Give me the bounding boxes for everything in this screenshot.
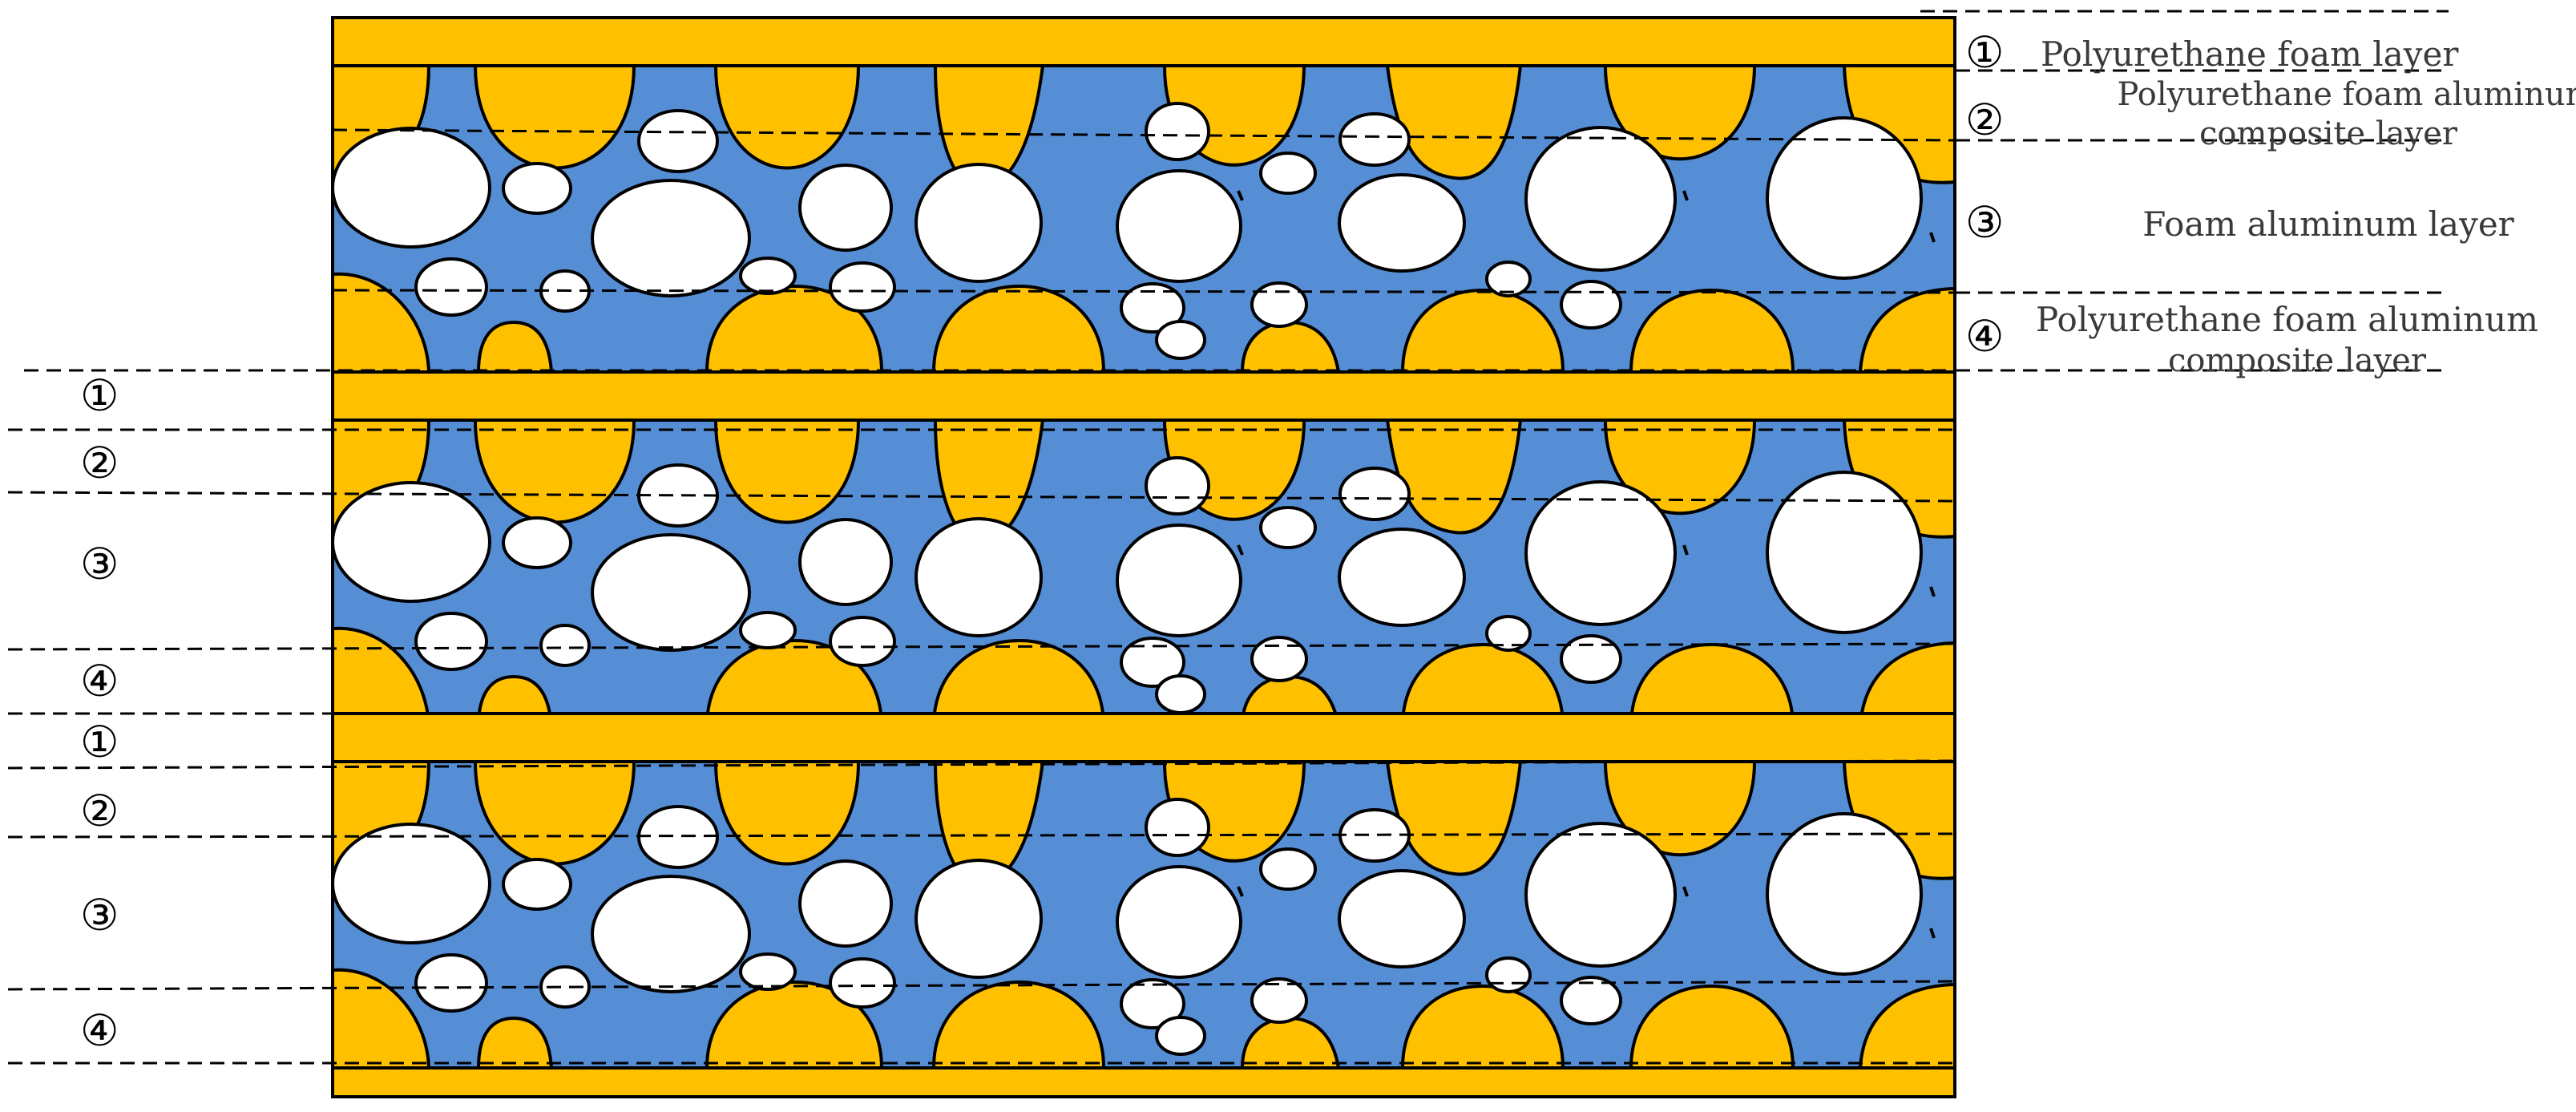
legend-label-2: Polyurethane foam aluminum <box>2117 76 2576 113</box>
left-marker-2: ② <box>80 438 119 488</box>
legend-item-3: ③ Foam aluminum layer <box>1965 197 2515 248</box>
left-marker-8: ④ <box>80 1005 119 1056</box>
layer-unit-1 <box>331 16 1956 374</box>
left-layer-markers: ① ② ③ ④ ① ② ③ ④ <box>80 370 119 1056</box>
layer-unit-2 <box>331 370 1956 728</box>
legend-label-4: Polyurethane foam aluminum <box>2036 300 2538 339</box>
bottom-polyurethane-strip <box>331 1066 1956 1098</box>
legend-item-2: ② Polyurethane foam aluminum composite l… <box>1965 76 2576 152</box>
legend-label-1: Polyurethane foam layer <box>2041 34 2459 74</box>
left-marker-4: ④ <box>80 656 119 706</box>
legend-number-2: ② <box>1965 95 2004 145</box>
legend-item-4: ④ Polyurethane foam aluminum composite l… <box>1965 300 2538 379</box>
legend-label-3: Foam aluminum layer <box>2142 204 2514 244</box>
left-marker-3: ③ <box>80 539 119 589</box>
dashed-guides <box>7 10 2449 1065</box>
legend-number-1: ① <box>1965 27 2004 78</box>
left-marker-7: ③ <box>80 890 119 940</box>
legend-label-4-line2: composite layer <box>2168 342 2427 379</box>
legend: ① Polyurethane foam layer ② Polyurethane… <box>1965 27 2576 379</box>
legend-item-1: ① Polyurethane foam layer <box>1965 27 2459 78</box>
left-marker-1: ① <box>80 370 119 421</box>
legend-number-3: ③ <box>1965 197 2004 248</box>
legend-number-4: ④ <box>1965 311 2004 362</box>
left-marker-5: ① <box>80 717 119 767</box>
left-marker-6: ② <box>80 786 119 836</box>
legend-label-2-line2: composite layer <box>2199 115 2458 152</box>
